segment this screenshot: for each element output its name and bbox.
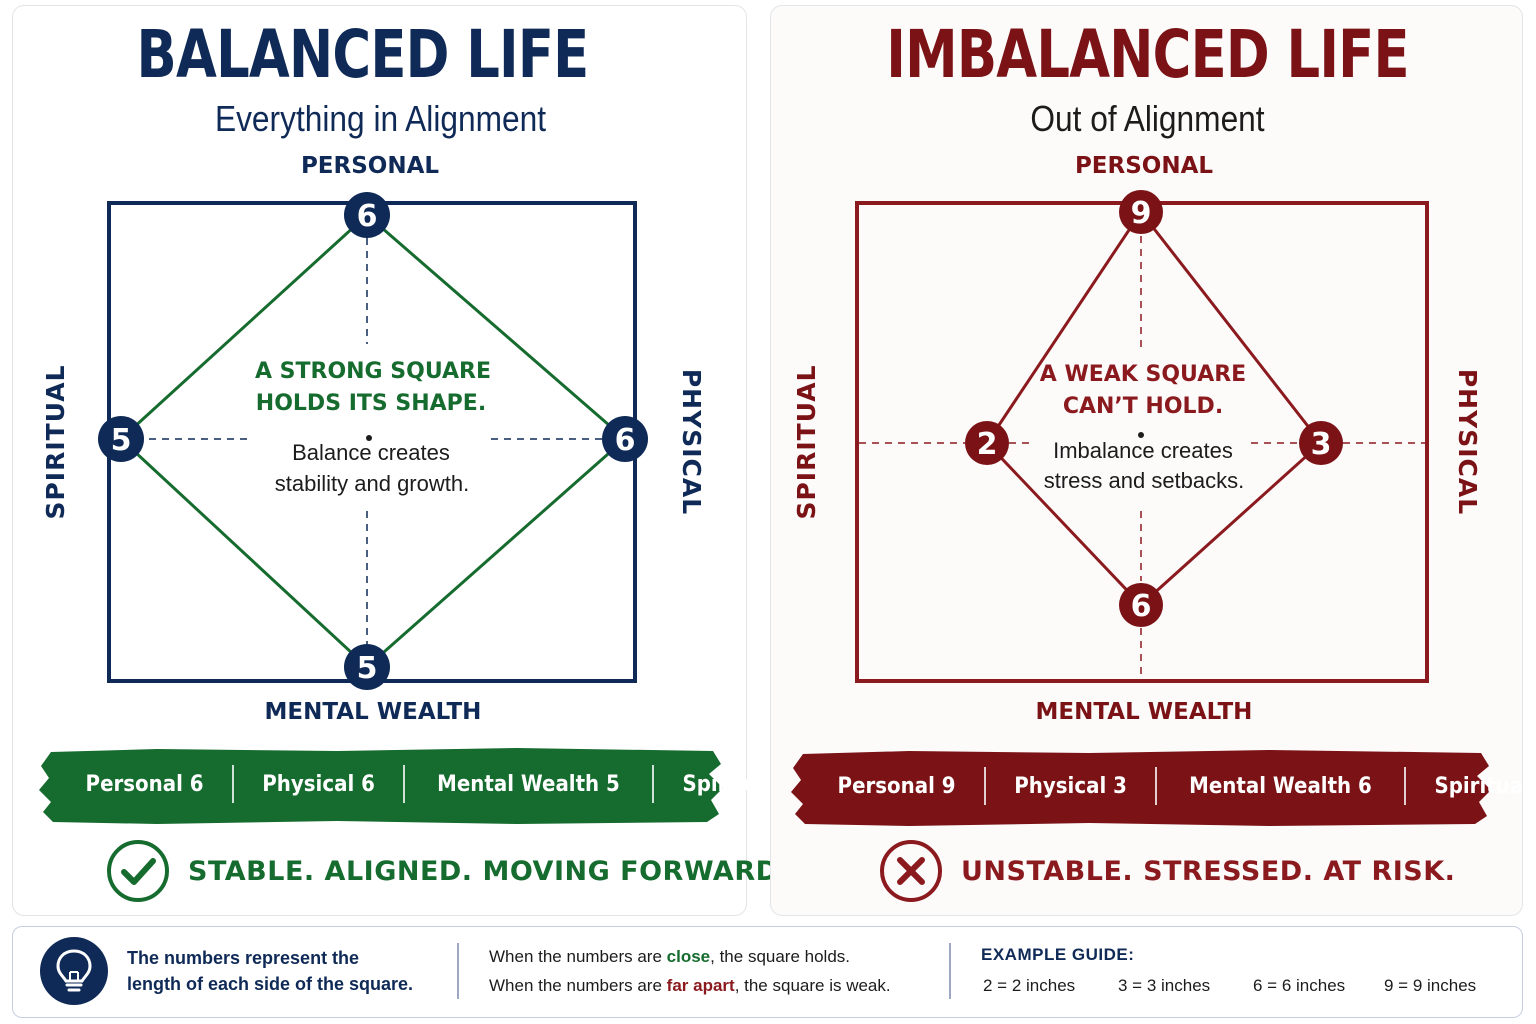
- balanced-banner-mental-wealth: Mental Wealth 5: [437, 771, 621, 797]
- balanced-heading-line1: A STRONG SQUARE: [255, 359, 491, 384]
- imbalanced-banner-physical: Physical 3: [1014, 773, 1128, 799]
- guide-item-3: 3 = 3 inches: [1118, 976, 1211, 995]
- check-circle-icon: [107, 840, 169, 902]
- imbalanced-life-panel: IMBALANCED LIFE Out of Alignment PERSONA…: [770, 5, 1536, 916]
- far-apart-highlight: far apart: [666, 976, 735, 995]
- footer-close-rule: When the numbers are close, the square h…: [489, 947, 851, 966]
- balanced-label-physical: PHYSICAL: [677, 369, 706, 515]
- close-highlight: close: [666, 947, 711, 966]
- balanced-heading-line2: HOLDS ITS SHAPE.: [256, 391, 486, 416]
- banner-divider: [652, 765, 655, 803]
- imbalanced-banner-personal: Personal 9: [837, 773, 956, 799]
- imbalanced-node-mental-wealth: 6: [1119, 583, 1163, 627]
- footer-explain-line1: The numbers represent the: [127, 948, 360, 968]
- legend-footer: The numbers represent the length of each…: [12, 926, 1523, 1018]
- balanced-title: BALANCED LIFE: [136, 16, 590, 93]
- imbalanced-title: IMBALANCED LIFE: [886, 16, 1409, 93]
- imbalanced-label-mental-wealth: MENTAL WEALTH: [1036, 699, 1253, 725]
- lightbulb-icon: [40, 937, 108, 1005]
- imbalanced-heading-line2: CAN’T HOLD.: [1063, 394, 1223, 419]
- balanced-node-mental-wealth: 5: [344, 644, 390, 690]
- imbalanced-body-line1: Imbalance creates: [1053, 438, 1233, 463]
- balanced-body-line2: stability and growth.: [275, 471, 469, 496]
- banner-divider: [1155, 767, 1158, 805]
- imbalanced-summary-banner: Personal 9 Physical 3 Mental Wealth 6 Sp…: [789, 748, 1536, 828]
- imbalanced-center-dot: [1138, 432, 1144, 438]
- imbalanced-label-spiritual: SPIRITUAL: [792, 364, 821, 519]
- balanced-center-dot: [366, 435, 372, 441]
- balanced-life-panel: BALANCED LIFE Everything in Alignment PE…: [12, 5, 799, 916]
- svg-text:6: 6: [357, 199, 378, 234]
- imbalanced-banner-brush: [791, 750, 1491, 826]
- balanced-subtitle: Everything in Alignment: [214, 98, 547, 139]
- balanced-banner-physical: Physical 6: [262, 771, 376, 797]
- example-guide-title: EXAMPLE GUIDE:: [981, 945, 1135, 964]
- imbalanced-verdict-text: UNSTABLE. STRESSED. AT RISK.: [961, 855, 1456, 887]
- balanced-verdict: STABLE. ALIGNED. MOVING FORWARD.: [106, 839, 789, 903]
- banner-divider: [403, 765, 406, 803]
- svg-text:2: 2: [977, 427, 998, 462]
- balanced-diagram: PERSONAL MENTAL WEALTH SPIRITUAL PHYSICA…: [41, 153, 706, 725]
- guide-item-9: 9 = 9 inches: [1384, 976, 1477, 995]
- balanced-verdict-text: STABLE. ALIGNED. MOVING FORWARD.: [188, 855, 790, 887]
- imbalanced-label-physical: PHYSICAL: [1453, 369, 1482, 515]
- svg-text:3: 3: [1311, 427, 1332, 462]
- imbalanced-node-personal: 9: [1119, 190, 1163, 234]
- guide-item-6: 6 = 6 inches: [1253, 976, 1346, 995]
- footer-divider: [457, 943, 459, 999]
- footer-far-rule: When the numbers are far apart, the squa…: [489, 976, 891, 995]
- svg-text:9: 9: [1131, 196, 1152, 231]
- svg-text:6: 6: [1131, 589, 1152, 624]
- svg-text:6: 6: [615, 423, 636, 458]
- imbalanced-subtitle: Out of Alignment: [1030, 98, 1265, 139]
- imbalanced-node-spiritual: 2: [965, 421, 1009, 465]
- banner-divider: [1404, 767, 1407, 805]
- balanced-body-line1: Balance creates: [292, 440, 450, 465]
- banner-divider: [984, 767, 987, 805]
- imbalanced-banner-mental-wealth: Mental Wealth 6: [1189, 773, 1373, 799]
- imbalanced-verdict: UNSTABLE. STRESSED. AT RISK.: [879, 839, 1455, 903]
- imbalanced-label-personal: PERSONAL: [1075, 153, 1213, 179]
- banner-divider: [232, 765, 235, 803]
- imbalanced-heading-line1: A WEAK SQUARE: [1040, 362, 1246, 387]
- imbalanced-diagram: PERSONAL MENTAL WEALTH SPIRITUAL PHYSICA…: [792, 153, 1482, 725]
- imbalanced-body-line2: stress and setbacks.: [1044, 468, 1245, 493]
- balanced-label-personal: PERSONAL: [301, 153, 439, 179]
- balanced-node-physical: 6: [602, 416, 648, 462]
- balanced-banner-brush: [39, 748, 723, 824]
- balanced-label-spiritual: SPIRITUAL: [41, 364, 70, 519]
- balanced-node-spiritual: 5: [98, 416, 144, 462]
- balanced-summary-banner: Personal 6 Physical 6 Mental Wealth 5 Sp…: [37, 746, 799, 826]
- footer-divider: [949, 943, 951, 999]
- imbalanced-node-physical: 3: [1299, 421, 1343, 465]
- balanced-banner-personal: Personal 6: [85, 771, 204, 797]
- imbalanced-banner-spiritual: Spiritual 2: [1434, 773, 1536, 799]
- balanced-node-personal: 6: [344, 192, 390, 238]
- x-circle-icon: [880, 840, 942, 902]
- svg-text:5: 5: [111, 423, 132, 458]
- svg-text:5: 5: [357, 651, 378, 686]
- balanced-label-mental-wealth: MENTAL WEALTH: [265, 699, 482, 725]
- footer-explain-line2: length of each side of the square.: [127, 974, 414, 994]
- guide-item-2: 2 = 2 inches: [983, 976, 1076, 995]
